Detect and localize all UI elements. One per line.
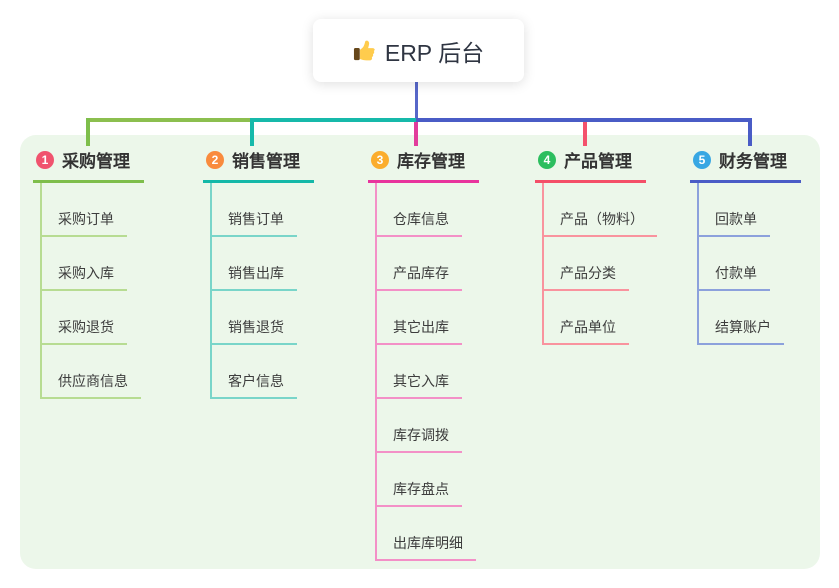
branch-inventory: 3 库存管理 仓库信息产品库存其它出库其它入库库存调拨库存盘点出库库明细 — [368, 147, 479, 561]
branch-label: 财务管理 — [719, 152, 787, 171]
item-label: 仓库信息 — [377, 209, 462, 237]
branch-items: 回款单付款单结算账户 — [697, 183, 784, 345]
item-label: 出库库明细 — [377, 533, 476, 561]
branch-node-product[interactable]: 4 产品管理 — [535, 147, 646, 183]
branch-number-badge: 2 — [206, 150, 224, 169]
mindmap-item-node[interactable]: 采购订单 — [42, 183, 141, 237]
branch-label: 采购管理 — [62, 152, 130, 171]
trunk-segment-right — [416, 118, 752, 122]
mindmap-item-node[interactable]: 客户信息 — [212, 345, 297, 399]
branch-items: 产品（物料） 产品分类产品单位 — [542, 183, 657, 345]
branch-items: 仓库信息产品库存其它出库其它入库库存调拨库存盘点出库库明细 — [375, 183, 476, 561]
mindmap-item-node[interactable]: 供应商信息 — [42, 345, 141, 399]
branch-node-inventory[interactable]: 3 库存管理 — [368, 147, 479, 183]
mindmap-item-node[interactable]: 销售退货 — [212, 291, 297, 345]
mindmap-item-node[interactable]: 结算账户 — [699, 291, 784, 345]
branch-finance: 5 财务管理 回款单付款单结算账户 — [690, 147, 801, 345]
branch-number-badge: 3 — [371, 150, 389, 169]
branch-label: 销售管理 — [232, 152, 300, 171]
mindmap-item-node[interactable]: 销售出库 — [212, 237, 297, 291]
item-label: 付款单 — [699, 263, 770, 291]
branch-sales: 2 销售管理 销售订单销售出库销售退货客户信息 — [203, 147, 314, 399]
item-label: 产品分类 — [544, 263, 629, 291]
item-label: 客户信息 — [212, 371, 297, 399]
branch-items: 采购订单采购入库采购退货供应商信息 — [40, 183, 141, 399]
branch-purchase: 1 采购管理 采购订单采购入库采购退货供应商信息 — [33, 147, 144, 399]
item-label: 其它出库 — [377, 317, 462, 345]
trunk-segment-left — [86, 118, 254, 122]
mindmap-item-node[interactable]: 其它出库 — [377, 291, 476, 345]
item-label: 销售出库 — [212, 263, 297, 291]
item-label: 库存调拨 — [377, 425, 462, 453]
mindmap-item-node[interactable]: 其它入库 — [377, 345, 476, 399]
item-label: 采购订单 — [42, 209, 127, 237]
item-label: 库存盘点 — [377, 479, 462, 507]
branch-number-badge: 5 — [693, 150, 711, 169]
branch-product: 4 产品管理 产品（物料） 产品分类产品单位 — [535, 147, 657, 345]
branch-label: 产品管理 — [564, 152, 632, 171]
branch-node-finance[interactable]: 5 财务管理 — [690, 147, 801, 183]
trunk-segment-mid — [254, 118, 416, 122]
item-label: 产品单位 — [544, 317, 629, 345]
root-connector-line — [415, 82, 418, 122]
branch-connector-finance — [748, 118, 752, 146]
mindmap-item-node[interactable]: 出库库明细 — [377, 507, 476, 561]
branch-number-badge: 4 — [538, 150, 556, 169]
root-title: ERP 后台 — [384, 39, 485, 66]
branch-node-sales[interactable]: 2 销售管理 — [203, 147, 314, 183]
item-label: 销售退货 — [212, 317, 297, 345]
mindmap-item-node[interactable]: 产品单位 — [544, 291, 657, 345]
branch-connector-sales — [250, 118, 254, 146]
mindmap-item-node[interactable]: 回款单 — [699, 183, 784, 237]
item-label: 供应商信息 — [42, 371, 141, 399]
branch-node-purchase[interactable]: 1 采购管理 — [33, 147, 144, 183]
mindmap-item-node[interactable]: 采购退货 — [42, 291, 141, 345]
item-label: 回款单 — [699, 209, 770, 237]
branch-number-badge: 1 — [36, 150, 54, 169]
item-label: 产品库存 — [377, 263, 462, 291]
mindmap-item-node[interactable]: 产品（物料） — [544, 183, 657, 237]
item-label: 销售订单 — [212, 209, 297, 237]
branch-connector-inventory — [414, 122, 418, 146]
branch-label: 库存管理 — [397, 152, 465, 171]
item-label: 采购退货 — [42, 317, 127, 345]
item-label: 产品（物料） — [544, 209, 657, 237]
root-node[interactable]: ERP 后台 — [313, 19, 524, 82]
mindmap-item-node[interactable]: 产品库存 — [377, 237, 476, 291]
branches-panel — [20, 135, 820, 569]
mindmap-item-node[interactable]: 付款单 — [699, 237, 784, 291]
item-label: 结算账户 — [699, 317, 784, 345]
mindmap-item-node[interactable]: 产品分类 — [544, 237, 657, 291]
mindmap-item-node[interactable]: 库存盘点 — [377, 453, 476, 507]
item-label: 其它入库 — [377, 371, 462, 399]
mindmap-item-node[interactable]: 库存调拨 — [377, 399, 476, 453]
branch-items: 销售订单销售出库销售退货客户信息 — [210, 183, 297, 399]
mindmap-item-node[interactable]: 销售订单 — [212, 183, 297, 237]
branch-connector-purchase — [86, 118, 90, 146]
mindmap-item-node[interactable]: 采购入库 — [42, 237, 141, 291]
branch-connector-product — [583, 122, 587, 146]
mindmap-item-node[interactable]: 仓库信息 — [377, 183, 476, 237]
item-label: 采购入库 — [42, 263, 127, 291]
thumbs-up-icon — [353, 39, 376, 62]
